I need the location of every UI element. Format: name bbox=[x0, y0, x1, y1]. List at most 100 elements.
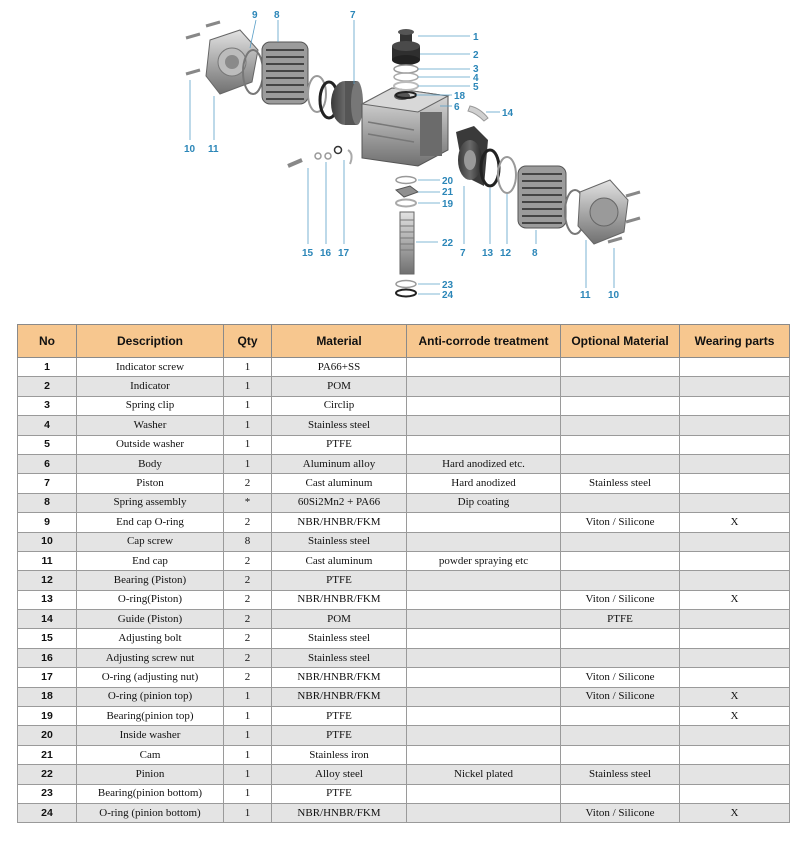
cell-description: Inside washer bbox=[76, 725, 224, 746]
cell-qty: 2 bbox=[223, 628, 272, 649]
cell-wearing: X bbox=[679, 589, 790, 611]
cell-treatment: Dip coating bbox=[406, 492, 561, 514]
cell-treatment bbox=[406, 667, 561, 688]
header-treatment: Anti-corrode treatment bbox=[406, 324, 561, 358]
spring-assembly-left-icon bbox=[261, 41, 309, 105]
cell-optional bbox=[560, 570, 680, 591]
cell-no: 11 bbox=[17, 550, 77, 572]
cell-qty: 1 bbox=[223, 376, 272, 397]
cell-material: Stainless iron bbox=[271, 744, 407, 766]
cell-wearing bbox=[679, 415, 790, 436]
exploded-diagram: 1 2 3 4 5 18 6 14 7 8 9 10 11 15 16 17 2… bbox=[184, 10, 641, 301]
cell-material: PTFE bbox=[271, 706, 407, 727]
cell-optional bbox=[560, 647, 680, 669]
cell-qty: 1 bbox=[223, 764, 272, 785]
cell-no: 15 bbox=[17, 628, 77, 649]
cell-wearing bbox=[679, 473, 790, 494]
cell-material: Stainless steel bbox=[271, 647, 407, 669]
cell-optional bbox=[560, 550, 680, 572]
callout-23: 23 bbox=[442, 280, 454, 291]
cell-optional bbox=[560, 434, 680, 455]
cell-no: 21 bbox=[17, 744, 77, 766]
cell-qty: 1 bbox=[223, 356, 272, 378]
cell-no: 3 bbox=[17, 395, 77, 417]
callout-10-right: 10 bbox=[608, 290, 620, 301]
cell-wearing bbox=[679, 453, 790, 475]
cell-material: NBR/HNBR/FKM bbox=[271, 512, 407, 533]
cell-wearing bbox=[679, 647, 790, 669]
cell-description: Pinion bbox=[76, 764, 224, 785]
cell-description: Indicator bbox=[76, 376, 224, 397]
cell-no: 13 bbox=[17, 589, 77, 611]
cell-qty: 2 bbox=[223, 550, 272, 572]
cell-no: 16 bbox=[17, 647, 77, 669]
cell-treatment bbox=[406, 356, 561, 378]
cell-no: 12 bbox=[17, 570, 77, 591]
cell-treatment: Hard anodized bbox=[406, 473, 561, 494]
cell-material: Circlip bbox=[271, 395, 407, 417]
cell-no: 5 bbox=[17, 434, 77, 455]
cell-no: 10 bbox=[17, 531, 77, 552]
cell-qty: 1 bbox=[223, 725, 272, 746]
cell-treatment bbox=[406, 686, 561, 708]
cell-wearing bbox=[679, 725, 790, 746]
cell-optional bbox=[560, 725, 680, 746]
cell-treatment bbox=[406, 434, 561, 455]
cell-description: Adjusting screw nut bbox=[76, 647, 224, 669]
cell-qty: 1 bbox=[223, 686, 272, 708]
cell-treatment: Hard anodized etc. bbox=[406, 453, 561, 475]
cell-no: 14 bbox=[17, 609, 77, 630]
cell-treatment bbox=[406, 609, 561, 630]
cell-qty: 1 bbox=[223, 434, 272, 455]
cell-optional bbox=[560, 395, 680, 417]
cell-treatment bbox=[406, 725, 561, 746]
cell-qty: 2 bbox=[223, 473, 272, 494]
cell-treatment: powder spraying etc bbox=[406, 550, 561, 572]
cell-description: Cam bbox=[76, 744, 224, 766]
callout-21: 21 bbox=[442, 187, 454, 198]
cell-optional: Viton / Silicone bbox=[560, 589, 680, 611]
piston-bearing-left-icon bbox=[307, 75, 327, 113]
cell-description: Spring assembly bbox=[76, 492, 224, 514]
end-cap-right-icon bbox=[577, 179, 629, 245]
callout-15: 15 bbox=[302, 248, 314, 259]
callout-8-bottom: 8 bbox=[532, 248, 538, 259]
parts-table: No Description Qty Material Anti-corrode… bbox=[17, 324, 790, 824]
cell-material: Stainless steel bbox=[271, 531, 407, 552]
cell-qty: 1 bbox=[223, 706, 272, 727]
callout-10-left: 10 bbox=[184, 144, 196, 155]
cell-wearing: X bbox=[679, 512, 790, 533]
cell-qty: 8 bbox=[223, 531, 272, 552]
cell-wearing bbox=[679, 783, 790, 804]
cell-treatment bbox=[406, 628, 561, 649]
cell-wearing: X bbox=[679, 706, 790, 727]
cell-wearing: X bbox=[679, 802, 790, 824]
cell-wearing bbox=[679, 609, 790, 630]
cell-description: Washer bbox=[76, 415, 224, 436]
cell-description: End cap bbox=[76, 550, 224, 572]
cell-description: End cap O-ring bbox=[76, 512, 224, 533]
cell-treatment bbox=[406, 395, 561, 417]
cell-optional: PTFE bbox=[560, 609, 680, 630]
cell-description: Spring clip bbox=[76, 395, 224, 417]
cell-wearing bbox=[679, 744, 790, 766]
cell-optional bbox=[560, 628, 680, 649]
cell-optional bbox=[560, 744, 680, 766]
cell-description: Body bbox=[76, 453, 224, 475]
cell-wearing: X bbox=[679, 686, 790, 708]
cell-treatment bbox=[406, 802, 561, 824]
cell-no: 18 bbox=[17, 686, 77, 708]
cell-material: PTFE bbox=[271, 725, 407, 746]
cell-description: O-ring(Piston) bbox=[76, 589, 224, 611]
cell-treatment bbox=[406, 706, 561, 727]
cell-material: Alloy steel bbox=[271, 764, 407, 785]
actuator-body-icon bbox=[360, 87, 450, 167]
cell-wearing bbox=[679, 395, 790, 417]
